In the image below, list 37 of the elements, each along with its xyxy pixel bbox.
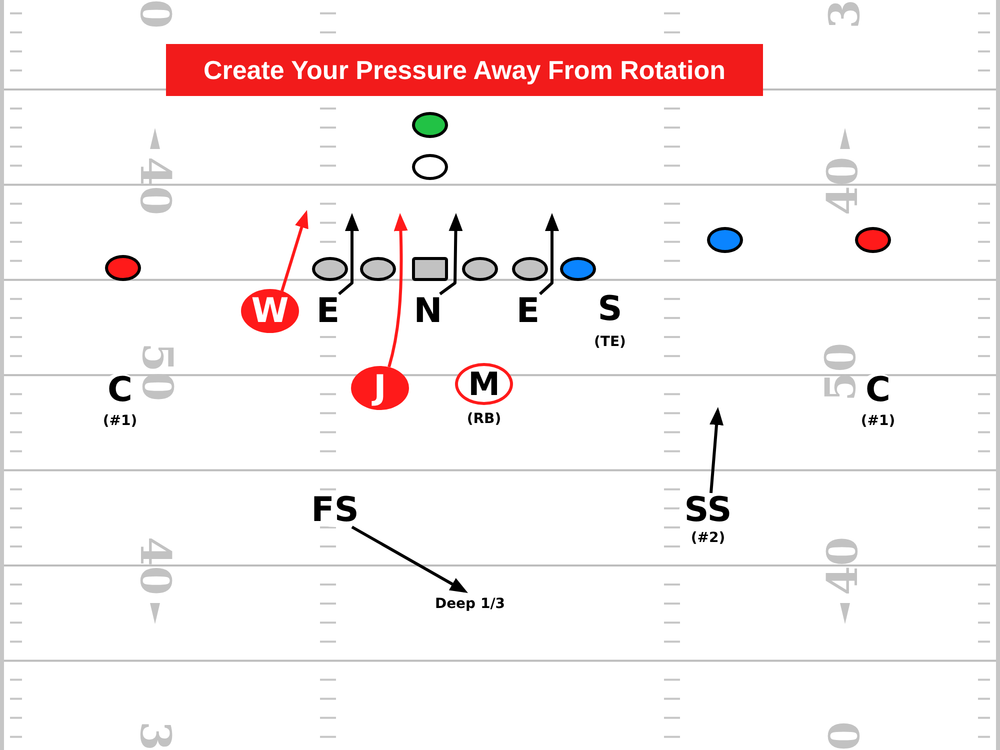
title-banner: Create Your Pressure Away From Rotation: [166, 44, 763, 96]
square-marker: [412, 257, 448, 281]
yard-number: 40: [134, 536, 176, 596]
yard-number: 40: [134, 156, 176, 216]
oval-marker: [312, 257, 348, 281]
oval-marker: [512, 257, 548, 281]
yard-number: 3: [824, 0, 866, 29]
yard-number: 40: [822, 156, 864, 216]
oval-marker: [412, 112, 448, 138]
oval-marker: [462, 257, 498, 281]
arrow: [439, 213, 463, 296]
position-note: (RB): [466, 411, 502, 427]
arrow: [710, 407, 724, 494]
circled-label: M: [455, 363, 513, 405]
yard-number: 3: [134, 721, 176, 750]
oval-marker: [560, 257, 596, 281]
oval-marker: [855, 227, 891, 253]
arrow: [280, 210, 308, 292]
position-badge: W: [241, 289, 299, 333]
oval-marker: [105, 255, 141, 281]
position-note: (#2): [690, 530, 726, 546]
yard-number: 50: [820, 342, 862, 402]
yard-number: 0: [134, 0, 176, 29]
position-note: (TE): [594, 334, 626, 350]
oval-marker: [360, 257, 396, 281]
arrow: [388, 213, 408, 368]
oval-marker: [412, 154, 448, 180]
position-badge: J: [351, 366, 409, 410]
arrow: [538, 213, 559, 296]
yard-number: 0: [824, 721, 866, 750]
yard-number: 40: [822, 536, 864, 596]
yard-number: 50: [136, 342, 178, 402]
arrow: [338, 213, 359, 296]
position-note: (#1): [102, 413, 138, 429]
oval-marker: [707, 227, 743, 253]
position-note: (#1): [860, 413, 896, 429]
arrow: [351, 526, 468, 593]
